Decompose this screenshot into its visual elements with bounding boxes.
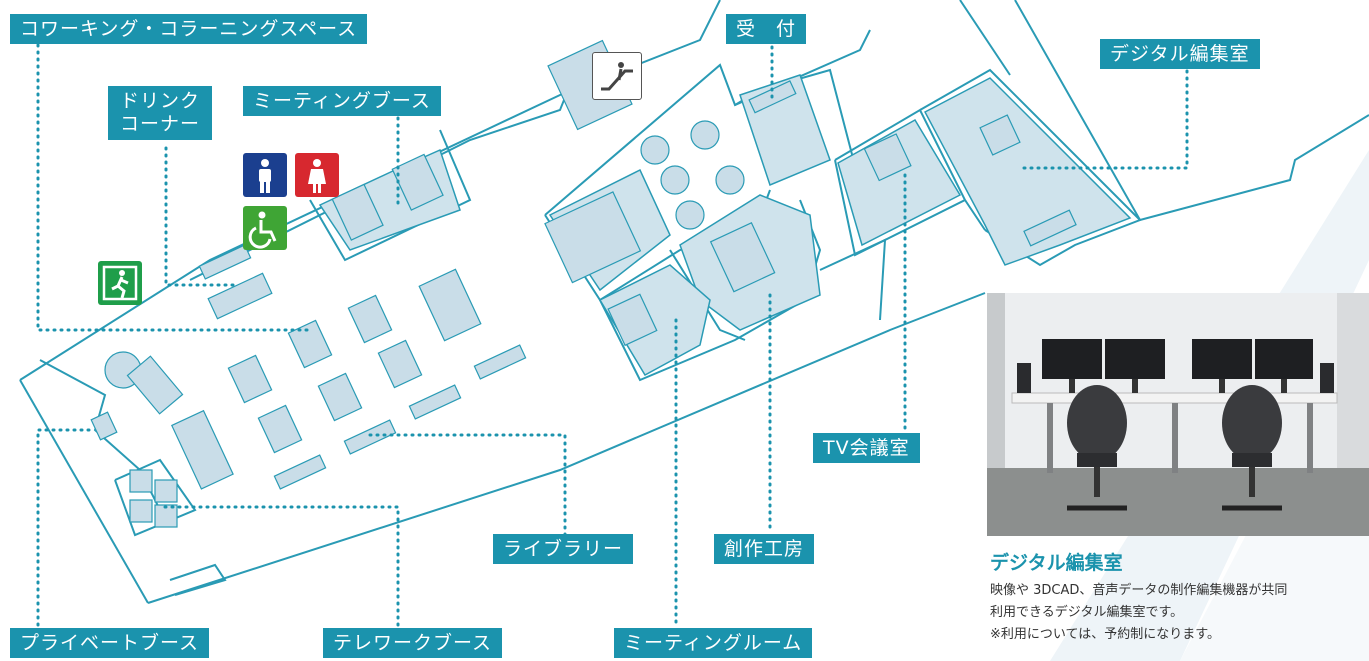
label-reception: 受 付	[726, 14, 807, 44]
leader-telework	[158, 505, 400, 627]
label-digital-edit-room: デジタル編集室	[1100, 39, 1260, 69]
label-drink-line2: コーナー	[120, 113, 201, 135]
label-library: ライブラリー	[493, 534, 634, 564]
label-private-booth: プライベートブース	[10, 628, 210, 658]
leader-digital-edit	[1018, 69, 1189, 170]
label-drink-line1: ドリンク	[120, 90, 201, 112]
digital-edit-room-title: デジタル編集室	[990, 552, 1123, 574]
leader-drink	[164, 146, 237, 287]
label-tv-conference-room: TV会議室	[813, 433, 920, 463]
male-restroom-icon	[243, 153, 287, 197]
escalator-icon	[592, 52, 642, 100]
female-restroom-icon	[295, 153, 339, 197]
leader-library	[368, 433, 567, 537]
label-drink-corner: ドリンク コーナー	[108, 86, 213, 140]
label-meeting-booth: ミーティングブース	[243, 86, 441, 116]
label-creative-studio: 創作工房	[714, 534, 815, 564]
description-line-2: 利用できるデジタル編集室です。	[990, 605, 1184, 620]
digital-edit-room-description: 映像や 3DCAD、音声データの制作編集機器が共同 利用できるデジタル編集室です…	[990, 580, 1369, 646]
label-coworking-space: コワーキング・コラーニングスペース	[10, 14, 368, 44]
label-meeting-room: ミーティングルーム	[614, 628, 813, 658]
floor-outline	[19, 0, 721, 381]
leader-private	[36, 428, 97, 627]
digital-edit-room-photo	[987, 293, 1369, 536]
description-line-1: 映像や 3DCAD、音声データの制作編集機器が共同	[990, 583, 1288, 598]
description-line-3: ※利用については、予約制になります。	[990, 627, 1220, 642]
meeting-room-area	[598, 264, 711, 377]
digital-edit-area	[923, 77, 1132, 266]
accessible-restroom-icon	[243, 206, 287, 250]
label-telework-booth: テレワークブース	[323, 628, 503, 658]
emergency-exit-icon	[98, 261, 142, 305]
